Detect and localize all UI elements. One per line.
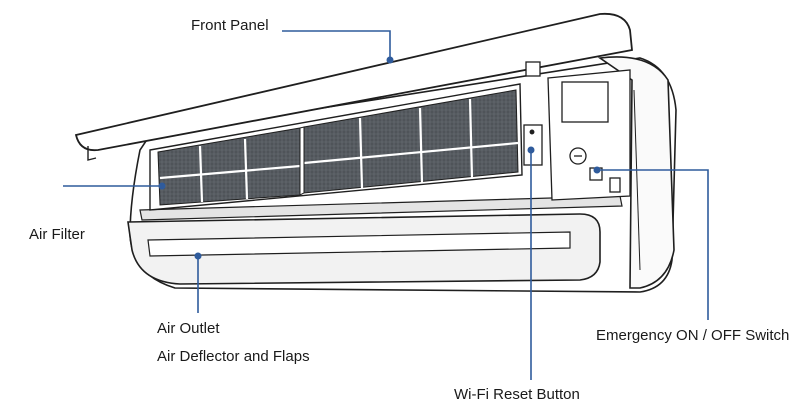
emergency-switch-leader [597, 169, 709, 320]
air-filter-assembly [149, 83, 523, 211]
label-emergency-switch: Emergency ON / OFF Switch [596, 327, 790, 344]
label-air-outlet: Air Outlet [157, 320, 220, 337]
control-box [523, 61, 631, 201]
label-front-panel: Front Panel [191, 17, 269, 34]
leader-dots [158, 56, 601, 260]
label-air-filter: Air Filter [29, 226, 85, 243]
label-air-deflector: Air Deflector and Flaps [157, 348, 310, 365]
front-panel [74, 12, 633, 161]
label-wifi-reset: Wi-Fi Reset Button [454, 386, 580, 403]
leader-lines [63, 30, 709, 380]
front-panel-leader [282, 30, 391, 60]
